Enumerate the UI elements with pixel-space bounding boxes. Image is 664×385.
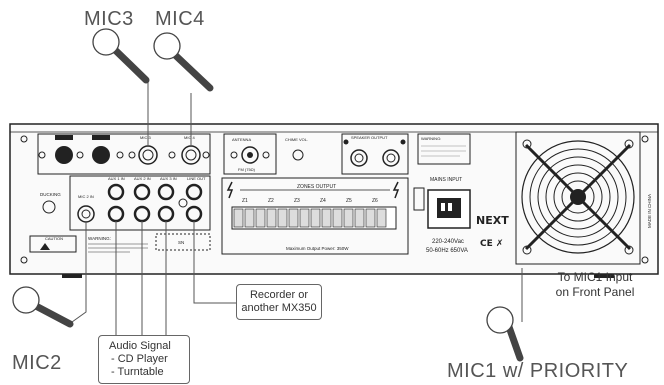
fm-label: FM (75Ω) [238, 167, 256, 172]
audio-line2: - CD Player [111, 353, 168, 365]
max-power-label: Maximum Output Power: 350W [286, 246, 349, 251]
mic2-in-label: MIC 2 IN [78, 194, 94, 199]
caution-text: CAUTION [45, 236, 63, 241]
aux2-label: AUX 2 IN [134, 176, 151, 181]
recorder-line2: another MX350 [241, 302, 317, 314]
zone-label: Z1 [242, 198, 248, 204]
front-panel-note: To MIC1 Input on Front Panel [540, 270, 650, 300]
frequency-label: 50-60Hz 650VA [426, 248, 468, 254]
zones-output-block [221, 177, 409, 255]
mains-power-socket[interactable] [427, 189, 471, 229]
mic2-volume-knob[interactable] [55, 146, 73, 164]
microphone-mic2-icon [12, 286, 74, 328]
mic4-jack-label: MIC 4 [184, 135, 195, 140]
made-in-label: MADE IN CHINA [647, 194, 652, 228]
mic3-jack-label: MIC 3 [140, 135, 151, 140]
zone-terminal-strip[interactable] [231, 206, 397, 230]
rack-foot [594, 274, 614, 278]
mains-input-label: MAINS INPUT [430, 177, 462, 183]
ducking-label: DUCKING [40, 192, 61, 197]
zone-label: Z4 [320, 198, 326, 204]
caution-label [29, 235, 77, 253]
line-out-label: LINE OUT [187, 176, 206, 181]
rack-screw [641, 135, 649, 143]
microphone-mic4-icon [153, 32, 214, 92]
antenna-jack[interactable] [241, 146, 259, 164]
front-panel-line1: To MIC1 Input [557, 270, 633, 284]
zone-label: Z3 [294, 198, 300, 204]
speaker-output-block [341, 133, 409, 175]
rack-screw [641, 256, 649, 264]
front-panel-line2: on Front Panel [555, 285, 635, 299]
zone-label: Z2 [268, 198, 274, 204]
fuse-holder [413, 187, 425, 211]
warning-box [417, 133, 471, 165]
audio-signal-callout-box: Audio Signal - CD Player - Turntable [98, 335, 190, 384]
rack-screw [20, 135, 28, 143]
ducking-knob[interactable] [42, 200, 56, 214]
cooling-fan [515, 131, 641, 265]
speaker-output-label: SPEAKER OUTPUT [351, 135, 388, 140]
brand-logo: NEXT [476, 214, 509, 227]
chime-vol-knob[interactable] [292, 149, 304, 161]
certification-icons: CE ✗ [480, 239, 503, 249]
high-voltage-icon [226, 181, 234, 199]
zone-label: Z6 [372, 198, 378, 204]
mic3-callout: MIC3 [84, 8, 134, 30]
rear-panel [9, 123, 659, 275]
recorder-line1: Recorder or [249, 289, 309, 301]
chime-vol-label: CHIME VOL. [285, 137, 308, 142]
recorder-callout-box: Recorder or another MX350 [236, 284, 322, 320]
audio-line1: Audio Signal [109, 340, 171, 352]
zone-label: Z5 [346, 198, 352, 204]
mic2-knob-label: MIC 2 [57, 135, 68, 140]
speaker-terminal-plus[interactable] [382, 149, 400, 167]
mic-input-block [37, 133, 211, 175]
microphone-mic1-icon [486, 306, 524, 362]
sn-label: SN [178, 240, 184, 245]
serial-number-box [155, 233, 211, 251]
mic4-callout: MIC4 [155, 8, 205, 30]
mic2-callout: MIC2 [12, 352, 62, 374]
high-voltage-icon [392, 181, 400, 199]
microphone-mic3-icon [92, 28, 150, 84]
aux3-label: AUX 3 IN [160, 176, 177, 181]
audio-line3: - Turntable [111, 366, 164, 378]
mic1-callout: MIC1 w/ PRIORITY [447, 360, 629, 382]
zones-output-label: ZONES OUTPUT [297, 184, 336, 190]
voltage-label: 220-240Vac [432, 239, 464, 245]
rack-foot [62, 274, 82, 278]
aux-input-block [69, 175, 211, 231]
panel-warning-text: WARNING: [88, 236, 111, 241]
warning-box-title: WARNING: [421, 136, 441, 141]
speaker-terminal-minus[interactable] [350, 149, 368, 167]
rca-jacks [107, 183, 203, 223]
rack-screw [20, 256, 28, 264]
antenna-block [223, 133, 277, 175]
antenna-label: ANTENNA [232, 137, 251, 142]
mic-level-knob[interactable] [92, 146, 110, 164]
aux1-label: AUX 1 IN [108, 176, 125, 181]
